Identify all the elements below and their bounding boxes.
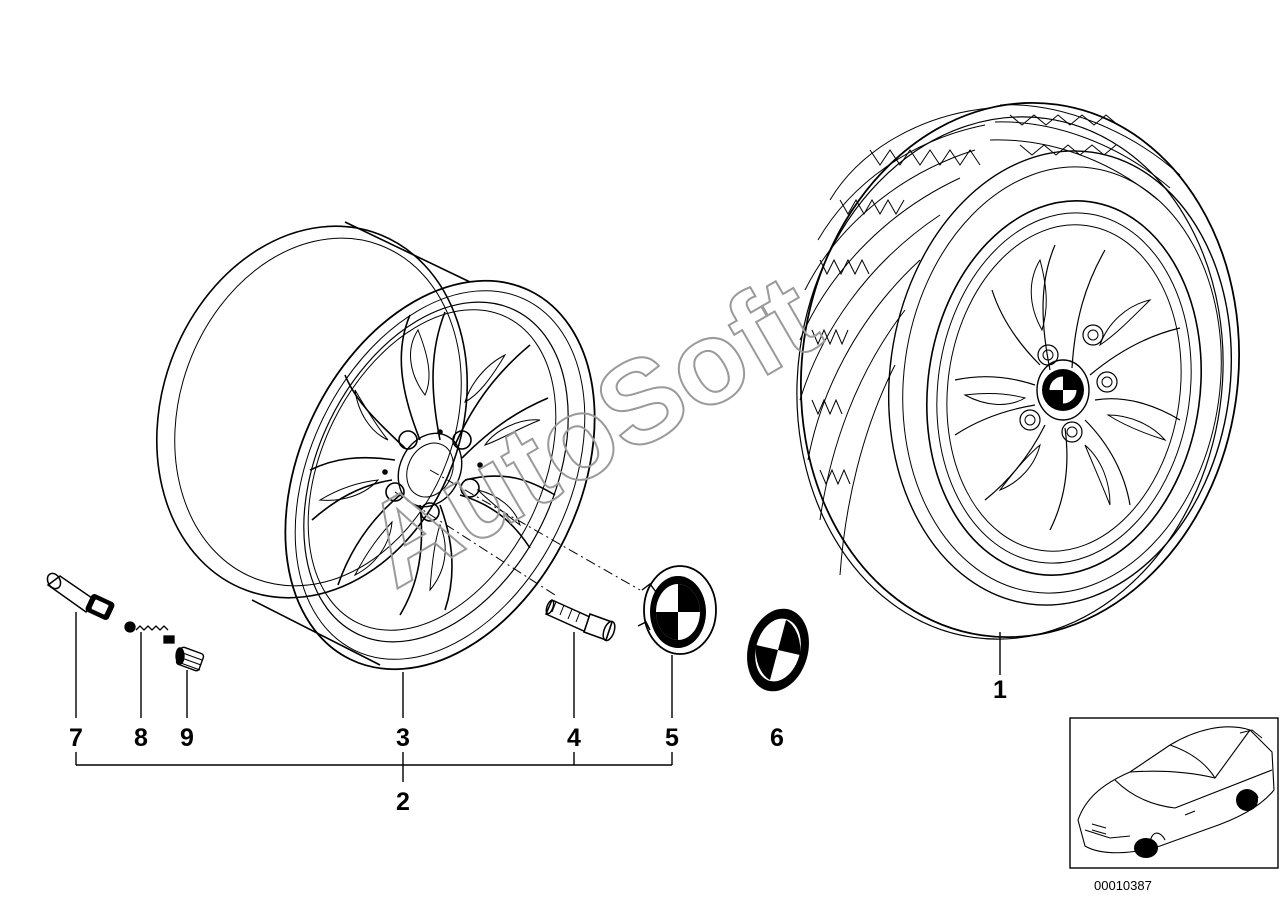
reference-code: 00010387 [1094, 878, 1152, 893]
hub-cap-drawing [637, 565, 717, 655]
leader-lines [75, 612, 1001, 782]
callout-6: 6 [770, 724, 784, 752]
emblem-drawing [747, 608, 809, 692]
wheel-center-logo [1042, 369, 1084, 411]
valve-stem-drawing [46, 572, 115, 620]
callout-1: 1 [993, 676, 1007, 704]
callout-9: 9 [180, 724, 194, 752]
valve-cap-drawing [175, 646, 205, 672]
callout-8: 8 [134, 724, 148, 752]
wheel-bolt-drawing [545, 599, 616, 642]
callout-7: 7 [69, 724, 83, 752]
callout-2: 2 [396, 788, 410, 816]
rim-assembly-lines [394, 469, 641, 596]
callout-5: 5 [665, 724, 679, 752]
callout-4: 4 [567, 724, 581, 752]
complete-wheel-drawing [796, 101, 1240, 640]
callout-3: 3 [396, 724, 410, 752]
vehicle-thumbnail [1069, 717, 1279, 869]
rim-drawing [155, 221, 596, 671]
valve-core-drawing [124, 621, 175, 644]
